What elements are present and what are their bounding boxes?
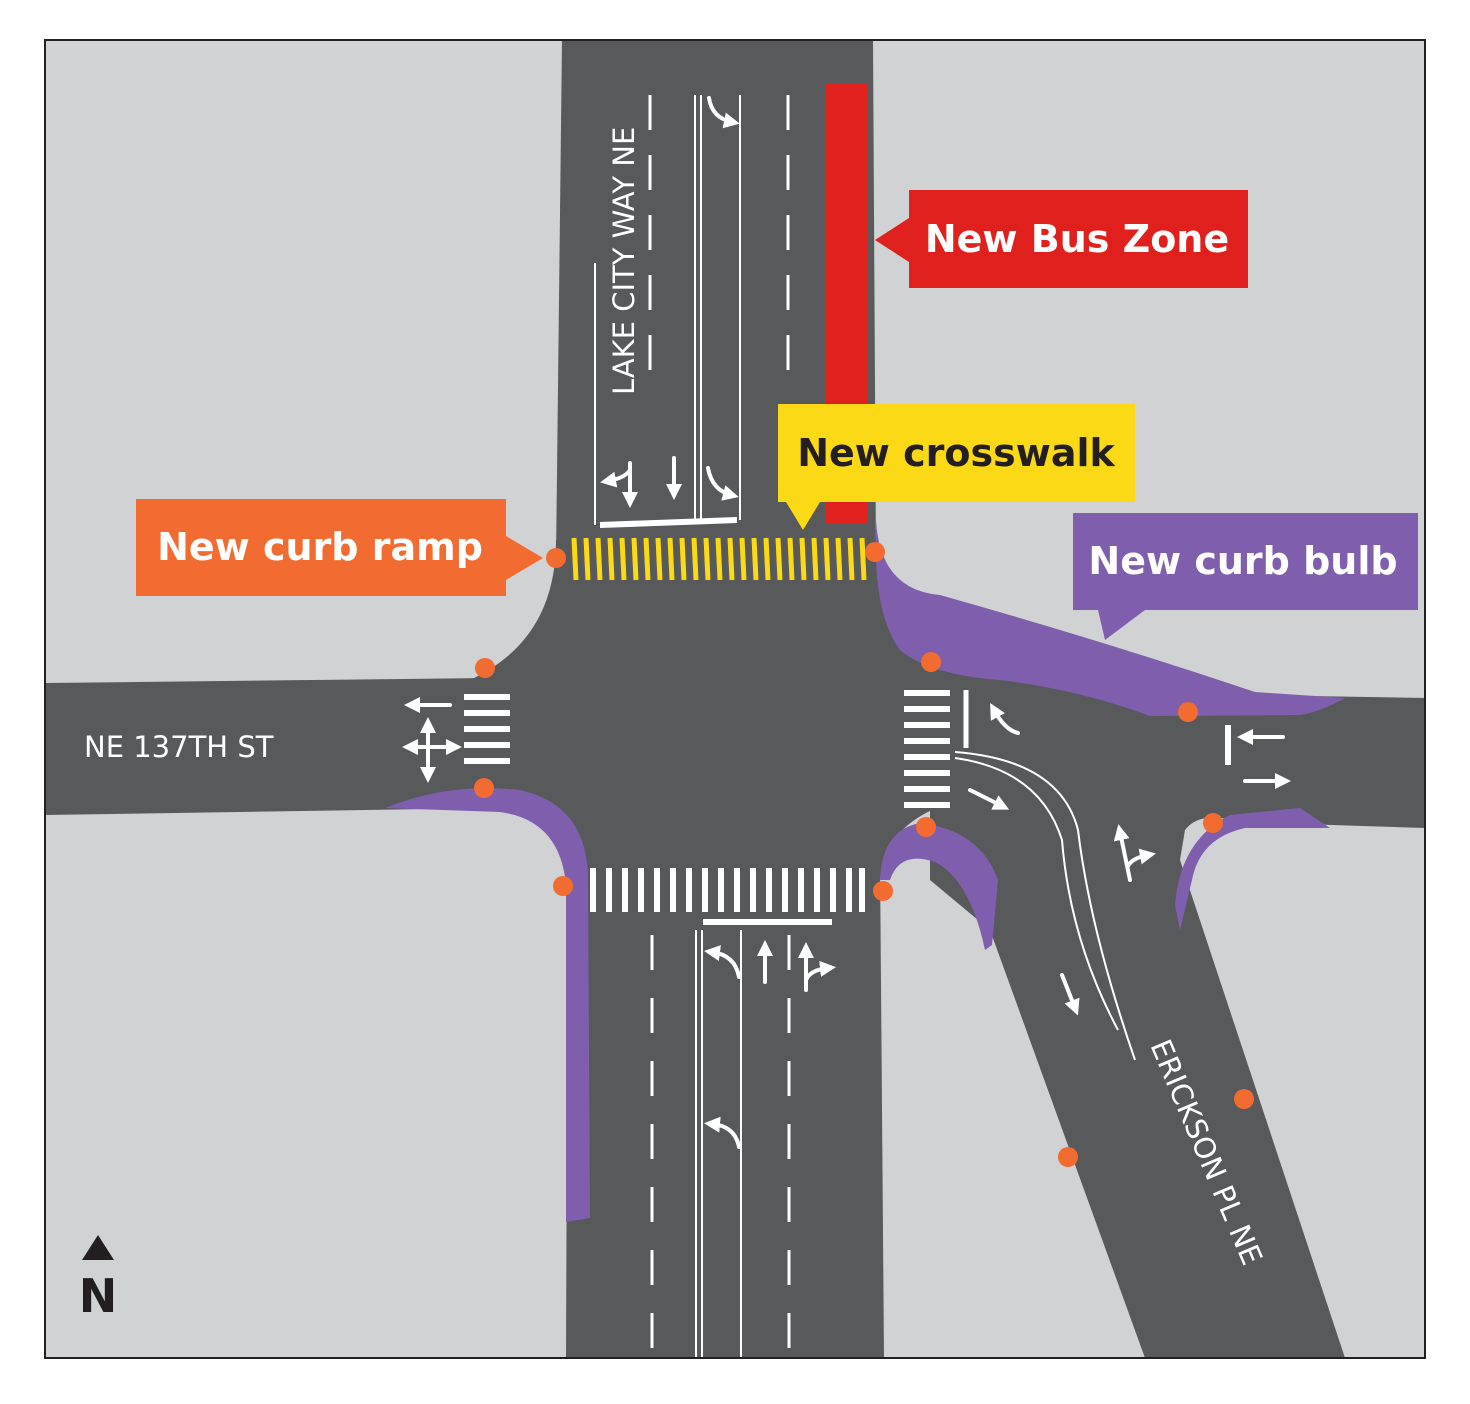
street-label-ne-137th: NE 137TH ST bbox=[84, 730, 274, 764]
crosswalk-west bbox=[464, 694, 510, 764]
erickson-channel-lines bbox=[954, 690, 1231, 1061]
callout-bus-zone-text: New Bus Zone bbox=[925, 217, 1229, 261]
lane-markings-north bbox=[594, 95, 790, 528]
curb-bulb-sw bbox=[385, 788, 590, 1222]
curb-bulb-erickson-east bbox=[1175, 808, 1330, 930]
crosswalk-south bbox=[590, 868, 865, 912]
callout-crosswalk-text: New crosswalk bbox=[797, 431, 1115, 475]
callout-curb-ramp: New curb ramp bbox=[136, 499, 543, 596]
callout-curb-bulb-text: New curb bulb bbox=[1088, 539, 1397, 583]
curb-bulb-areas bbox=[385, 520, 1345, 1222]
callout-crosswalk: New crosswalk bbox=[778, 404, 1135, 530]
lane-arrow-icon bbox=[402, 96, 1291, 1149]
crosswalk-east bbox=[904, 690, 950, 808]
curb-bulb-se-corner bbox=[880, 823, 998, 950]
callout-curb-bulb: New curb bulb bbox=[1073, 513, 1418, 640]
north-arrow-icon: N bbox=[79, 1235, 118, 1323]
callout-bus-zone: New Bus Zone bbox=[875, 190, 1248, 288]
lane-markings-south bbox=[650, 919, 832, 1358]
curb-ramp-dot-icon bbox=[474, 542, 1254, 1167]
street-label-lake-city-way: LAKE CITY WAY NE bbox=[607, 127, 641, 395]
curb-bulb-ne bbox=[876, 520, 1345, 716]
north-arrow-label: N bbox=[79, 1269, 118, 1323]
crosswalk-north-new bbox=[571, 537, 867, 581]
callout-curb-ramp-text: New curb ramp bbox=[157, 525, 483, 569]
map-frame bbox=[44, 39, 1426, 1359]
